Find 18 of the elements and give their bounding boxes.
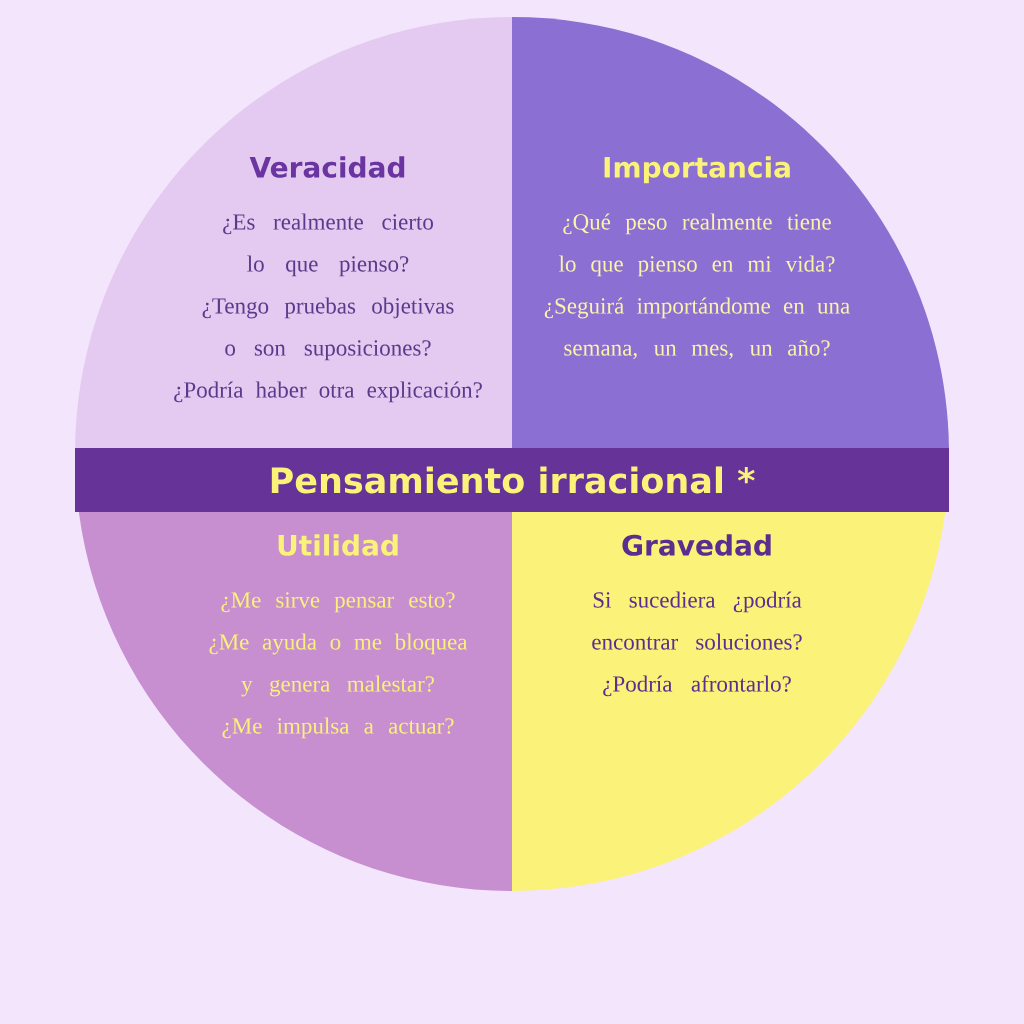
quadrant-heading: Importancia (604, 156, 790, 184)
quadrant-heading: Gravedad (622, 534, 771, 556)
question-text: ¿Me ayuda o me bloquea y genera malestar? (209, 633, 468, 697)
quadrant-sector (75, 17, 512, 448)
band-title: Pensamiento irracional * (271, 466, 755, 494)
question-text: ¿Seguirá importándome en una semana, un mes, un año? (544, 297, 850, 359)
question-text: ¿Podría afrontarlo? (603, 675, 791, 697)
question-text: Si sucediera ¿podría encontrar soluciones? (592, 591, 802, 650)
question-text: ¿Es realmente cierto lo que pienso? (223, 213, 433, 277)
question-text: ¿Tengo pruebas objetivas o son suposiciones? (202, 297, 454, 361)
title-band (75, 448, 949, 512)
question-text: ¿Me impulsa a actuar? (222, 717, 454, 739)
quadrant-heading: Veracidad (249, 156, 405, 178)
quadrant-heading: Utilidad (278, 534, 398, 556)
quadrant-sector (512, 17, 949, 448)
question-text: ¿Qué peso realmente tiene lo que pienso en mi vida? (559, 213, 835, 277)
question-text: ¿Podría haber otra explicación? (174, 381, 482, 403)
question-text: ¿Me sirve pensar esto? (221, 592, 455, 613)
